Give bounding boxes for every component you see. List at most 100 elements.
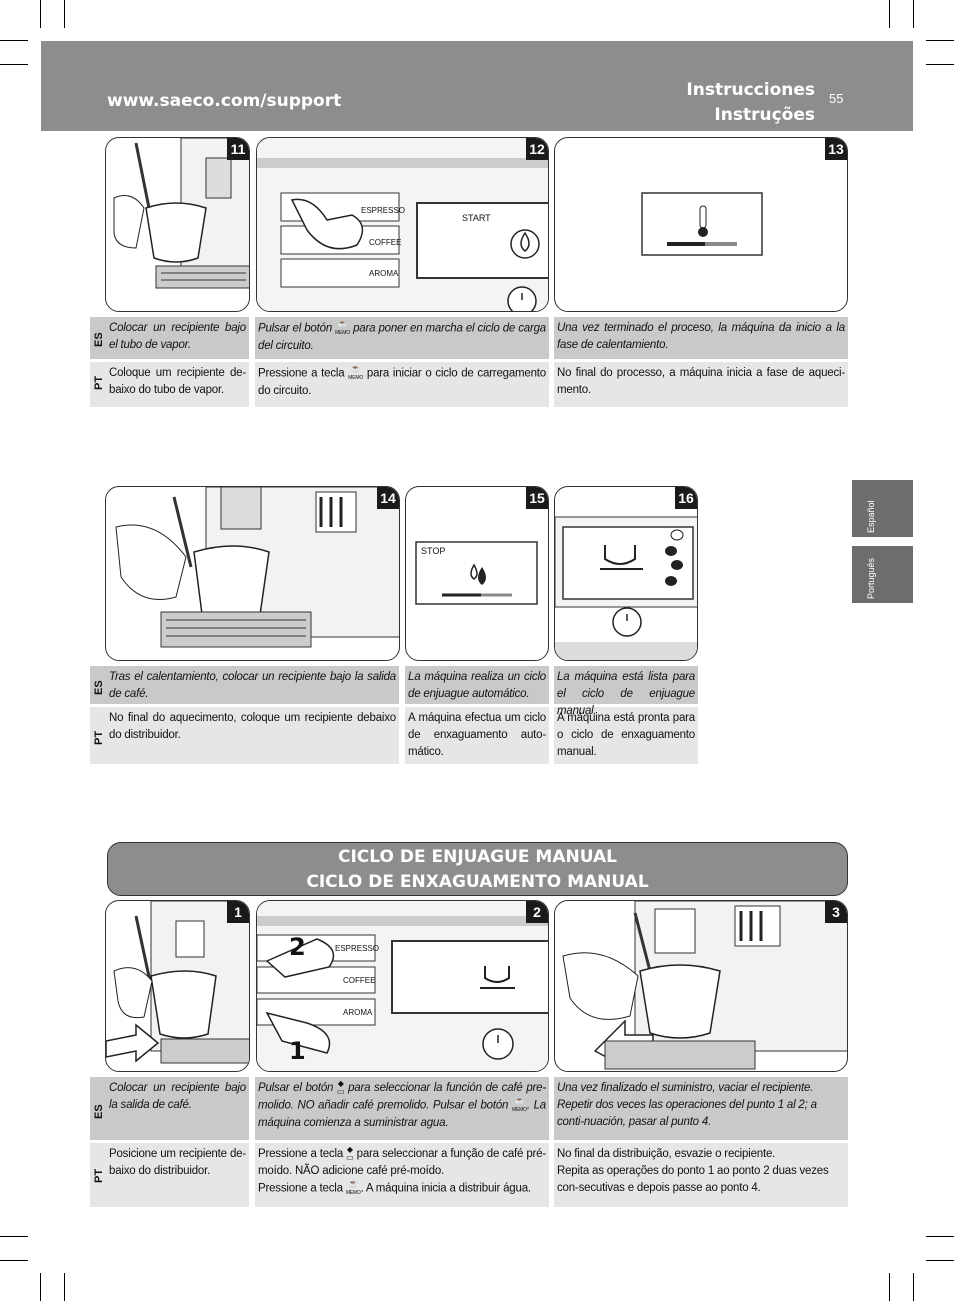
manual-step-2-es: Pulsar el botón ◆▭ para seleccionar la f… (255, 1077, 549, 1136)
crop-mark (889, 0, 890, 28)
crop-mark (0, 64, 28, 65)
step-number: 11 (227, 138, 249, 160)
lang-label-pt: PT (93, 1168, 105, 1183)
step-12-pt-before: Pressione a tecla (258, 367, 349, 380)
step-13-pt: No final do processo, a máquina inicia a… (557, 367, 845, 396)
memo-cup-icon: ☕MEMO (345, 1179, 361, 1197)
tab-portugues-label: Português (866, 557, 876, 599)
memo-text: MEMO (345, 1190, 361, 1197)
step-number: 12 (526, 138, 548, 160)
section-title-pt: CICLO DE ENXAGUAMENTO MANUAL (306, 872, 649, 892)
ground-coffee-icon: ◆▭ (336, 1079, 345, 1096)
step-number: 3 (825, 901, 847, 923)
manual-step-2-es-2: para seleccionar la función de café pre-… (258, 1082, 546, 1112)
crop-mark (40, 0, 41, 28)
callout-1: 1 (289, 1037, 306, 1065)
machine-steam-wand-illustration (113, 138, 249, 289)
step-11-text: ES Colocar un recipiente bajo el tubo de… (90, 317, 249, 407)
manual-step-3-es-line2: Repetir dos veces las operaciones del pu… (557, 1099, 817, 1128)
manual-step-2-pt-4: . A máquina inicia a distribuir água. (360, 1182, 532, 1195)
callout-2: 2 (289, 933, 306, 961)
stop-label: STOP (421, 546, 446, 556)
manual-step-3-es: Una vez finalizado el suministro, vaciar… (554, 1077, 848, 1135)
crop-mark (926, 1260, 954, 1261)
manual-step-3-text: Una vez finalizado el suministro, vaciar… (554, 1077, 848, 1207)
start-label: START (462, 213, 491, 223)
step-11-es: Colocar un recipiente bajo el tubo de va… (109, 322, 246, 351)
aroma-label: AROMA (369, 269, 399, 278)
manual-step-2-pt-1: Pressione a tecla (258, 1148, 347, 1161)
memo-cup-icon: ☕MEMO (348, 364, 364, 382)
manual-step-1-illustration: 1 (105, 900, 250, 1072)
ground-coffee-icon: ◆▭ (346, 1145, 354, 1162)
manual-step-3-illustration: 3 (554, 900, 848, 1072)
tab-espanol[interactable]: Español (852, 480, 913, 537)
step-14-illustration: 14 (105, 486, 400, 661)
step-14-es: Tras el calentamiento, colocar un recipi… (109, 671, 396, 700)
step-number: 2 (526, 901, 548, 923)
espresso-label: ESPRESSO (361, 206, 406, 215)
step-15-pt: A máquina efectua um ciclo de enxaguamen… (408, 712, 546, 758)
coffee-label: COFFEE (369, 238, 402, 247)
crop-mark (913, 1273, 914, 1301)
manual-step-3-pt-line1: No final da distribuição, esvazie o reci… (557, 1148, 776, 1160)
manual-step-2-text: Pulsar el botón ◆▭ para seleccionar la f… (255, 1077, 549, 1207)
step-11-pt: Coloque um recipiente de-baixo do tubo d… (109, 367, 246, 396)
machine-cup-illustration (115, 487, 399, 648)
manual-step-3-es-line1: Una vez finalizado el suministro, vaciar… (557, 1082, 814, 1094)
title-es: Instrucciones (686, 80, 815, 100)
memo-text: MEMO (335, 330, 350, 336)
manual-step-2-es-1: Pulsar el botón (258, 1082, 337, 1095)
section-title-es: CICLO DE ENJUAGUE MANUAL (338, 847, 617, 867)
espresso-label: ESPRESSO (335, 944, 380, 953)
manual-step-2-pt-3: Pressione a tecla (258, 1182, 346, 1195)
crop-mark (926, 40, 954, 41)
memo-text: MEMO (348, 375, 364, 381)
step-12-text: Pulsar el botón ☕MEMO para poner en marc… (255, 317, 549, 407)
crop-mark (0, 1236, 28, 1237)
rinse-display-illustration (415, 541, 538, 605)
crop-mark (913, 0, 914, 28)
lang-label-es: ES (93, 1104, 105, 1119)
machine-empty-cup-illustration (562, 901, 847, 1070)
lang-label-es: ES (93, 680, 105, 695)
step-14-text: ES Tras el calentamiento, colocar un rec… (90, 666, 399, 764)
step-11-illustration: 11 (105, 137, 250, 312)
crop-mark (0, 40, 28, 41)
step-16-illustration: 16 (554, 486, 698, 661)
manual-step-2-es-3: . La máquina comienza a suministrar agua… (258, 1099, 546, 1129)
manual-step-3-pt: No final da distribuição, esvazie o reci… (554, 1143, 848, 1201)
step-number: 15 (526, 487, 548, 509)
memo-cup-icon: ☕MEMO (512, 1096, 527, 1114)
crop-mark (926, 1236, 954, 1237)
manual-step-3-pt-line2: Repita as operações do ponto 1 ao ponto … (557, 1165, 829, 1194)
tab-portugues[interactable]: Português (852, 546, 913, 603)
lang-label-pt: PT (93, 730, 105, 745)
step-12-es: Pulsar el botón ☕MEMO para poner en marc… (255, 317, 549, 359)
step-13-illustration: 13 (554, 137, 848, 312)
control-panel-select-illustration (257, 901, 548, 1071)
title-pt: Instruções (714, 105, 815, 125)
step-15-es: La máquina realiza un ciclo de enjuague … (408, 671, 546, 700)
step-number: 16 (675, 487, 697, 509)
crop-mark (0, 1260, 28, 1261)
step-13-es: Una vez terminado el proceso, la máquina… (557, 322, 845, 351)
section-banner: CICLO DE ENJUAGUE MANUAL CICLO DE ENXAGU… (107, 842, 848, 896)
support-url[interactable]: www.saeco.com/support (107, 91, 342, 111)
aroma-label: AROMA (343, 1008, 373, 1017)
manual-step-1-text: ES Colocar un recipiente bajo la salida … (90, 1077, 249, 1207)
step-12-es-after: para poner en marcha el ciclo de carga d… (258, 322, 546, 352)
page-title: Instrucciones Instruções (686, 78, 815, 128)
tab-espanol-label: Español (866, 500, 876, 533)
step-14-pt: No final do aquecimento, coloque um reci… (109, 712, 396, 741)
coffee-label: COFFEE (343, 976, 376, 985)
step-12-illustration: ESPRESSO COFFEE AROMA START 12 (256, 137, 549, 312)
step-number: 13 (825, 138, 847, 160)
crop-mark (64, 1273, 65, 1301)
step-12-es-before: Pulsar el botón (258, 322, 336, 335)
lang-label-es: ES (93, 332, 105, 347)
manual-step-1-pt: Posicione um recipiente de-baixo do dist… (109, 1148, 246, 1177)
lang-label-pt: PT (93, 375, 105, 390)
crop-mark (40, 1273, 41, 1301)
manual-step-2-pt: Pressione a tecla ◆▭ para seleccionar a … (255, 1143, 549, 1202)
